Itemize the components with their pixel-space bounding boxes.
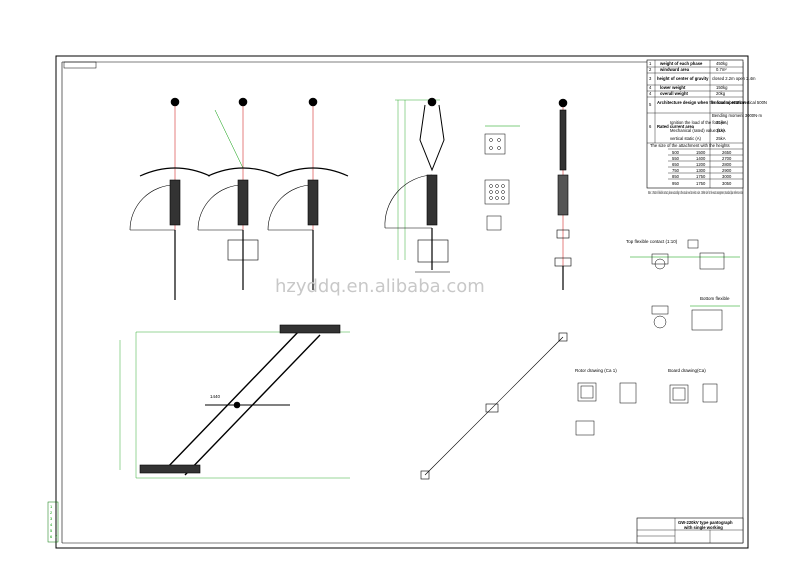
svg-text:2: 2 <box>649 67 652 72</box>
svg-text:0.7m²: 0.7m² <box>716 67 727 72</box>
svg-text:3: 3 <box>649 76 652 81</box>
svg-text:7: 7 <box>55 534 58 539</box>
svg-text:height of center of gravity: height of center of gravity <box>657 76 709 81</box>
svg-text:550: 550 <box>672 156 680 161</box>
svg-text:GW-220kV type pantograph: GW-220kV type pantograph <box>678 520 733 525</box>
watermark: hzyddq.en.alibaba.com <box>275 276 485 297</box>
svg-text:1200: 1200 <box>696 162 706 167</box>
svg-text:31kA: 31kA <box>716 120 726 125</box>
spec-table: 1 weight of each phase 450kg 2 windward … <box>646 59 767 189</box>
bottom-flexible-contact-view: Bottom flexible <box>651 296 740 331</box>
svg-text:6: 6 <box>649 124 652 129</box>
svg-text:1: 1 <box>649 61 652 66</box>
svg-text:Rated current area: Rated current area <box>657 124 695 129</box>
svg-text:Bottom flexible: Bottom flexible <box>700 296 730 301</box>
svg-text:750: 750 <box>672 168 680 173</box>
svg-text:Bending moment 3000N·m: Bending moment 3000N·m <box>712 113 763 118</box>
svg-text:25kA: 25kA <box>716 136 726 141</box>
svg-text:5: 5 <box>649 102 652 107</box>
svg-text:2800: 2800 <box>722 162 732 167</box>
svg-text:2: 2 <box>50 510 53 515</box>
svg-text:2650: 2650 <box>722 150 732 155</box>
svg-text:vertical static (A): vertical static (A) <box>670 136 702 141</box>
narrow-side-view <box>554 98 572 290</box>
svg-text:31kA: 31kA <box>716 128 726 133</box>
svg-text:1500: 1500 <box>696 150 706 155</box>
svg-text:Rotor drawing (Ca 1): Rotor drawing (Ca 1) <box>575 368 617 373</box>
svg-text:850: 850 <box>672 174 680 179</box>
svg-text:450kg: 450kg <box>716 61 728 66</box>
svg-text:closed 2.2m open 2.4m: closed 2.2m open 2.4m <box>712 76 756 81</box>
svg-text:with single working: with single working <box>683 525 723 530</box>
svg-text:overall weight: overall weight <box>660 91 689 96</box>
svg-text:2900: 2900 <box>722 168 732 173</box>
svg-text:1750: 1750 <box>696 181 706 186</box>
svg-text:6: 6 <box>50 534 53 539</box>
svg-text:4: 4 <box>50 522 53 527</box>
elevation-view-1 <box>129 97 211 300</box>
svg-text:650: 650 <box>672 162 680 167</box>
plan-view: 1440 <box>119 324 350 479</box>
svg-text:1: 1 <box>50 504 53 509</box>
svg-text:3050: 3050 <box>722 181 732 186</box>
svg-text:4: 4 <box>649 91 652 96</box>
svg-text:3000: 3000 <box>722 174 732 179</box>
svg-text:windward area: windward area <box>659 67 690 72</box>
elevation-view-2 <box>197 97 279 290</box>
svg-text:Top flexible contact (1:10): Top flexible contact (1:10) <box>626 239 678 244</box>
side-elevation-view <box>384 97 450 273</box>
svg-text:Board drawing(Ca): Board drawing(Ca) <box>668 368 706 373</box>
detail-grid-1 <box>484 125 520 155</box>
svg-text:5: 5 <box>50 528 53 533</box>
svg-text:1400: 1400 <box>696 156 706 161</box>
svg-text:Ignition the load of the foot: Ignition the load of the foot (kA) <box>670 120 729 125</box>
svg-text:Architecture design when the l: Architecture design when the load operat… <box>657 100 746 105</box>
svg-text:3: 3 <box>50 516 53 521</box>
elevation-view-3 <box>267 97 349 290</box>
detail-grid-2 <box>484 179 510 231</box>
svg-text:20kg: 20kg <box>716 91 726 96</box>
spec-note: Note: 1 Factor in flexible contact, plea… <box>648 190 743 195</box>
top-flexible-contact-view: Top flexible contact (1:10) <box>626 239 740 270</box>
svg-text:The size of the attachment wit: The size of the attachment with the heig… <box>650 143 730 148</box>
svg-text:1300: 1300 <box>696 168 706 173</box>
svg-text:2700: 2700 <box>722 156 732 161</box>
rotor-drawing: Rotor drawing (Ca 1) <box>575 368 637 436</box>
title-block: GW-220kV type pantograph with single wor… <box>636 517 744 544</box>
svg-text:1440: 1440 <box>210 394 221 399</box>
svg-text:Mechanical (rated) value (kA): Mechanical (rated) value (kA) <box>670 128 725 133</box>
svg-text:950: 950 <box>672 181 680 186</box>
outer-border <box>55 55 749 549</box>
board-drawing: Board drawing(Ca) <box>668 368 718 404</box>
svg-text:150kg: 150kg <box>716 85 728 90</box>
svg-text:1750: 1750 <box>696 174 706 179</box>
svg-text:horizontal 400N vertical 500N: horizontal 400N vertical 500N <box>712 100 767 105</box>
svg-text:500: 500 <box>672 150 680 155</box>
margin-marks: 1 2 3 4 5 6 7 <box>47 501 59 543</box>
svg-text:4: 4 <box>649 85 652 90</box>
svg-text:weight of each phase: weight of each phase <box>659 61 703 66</box>
svg-text:lower weight: lower weight <box>660 85 686 90</box>
diagonal-plan-line <box>420 332 568 480</box>
